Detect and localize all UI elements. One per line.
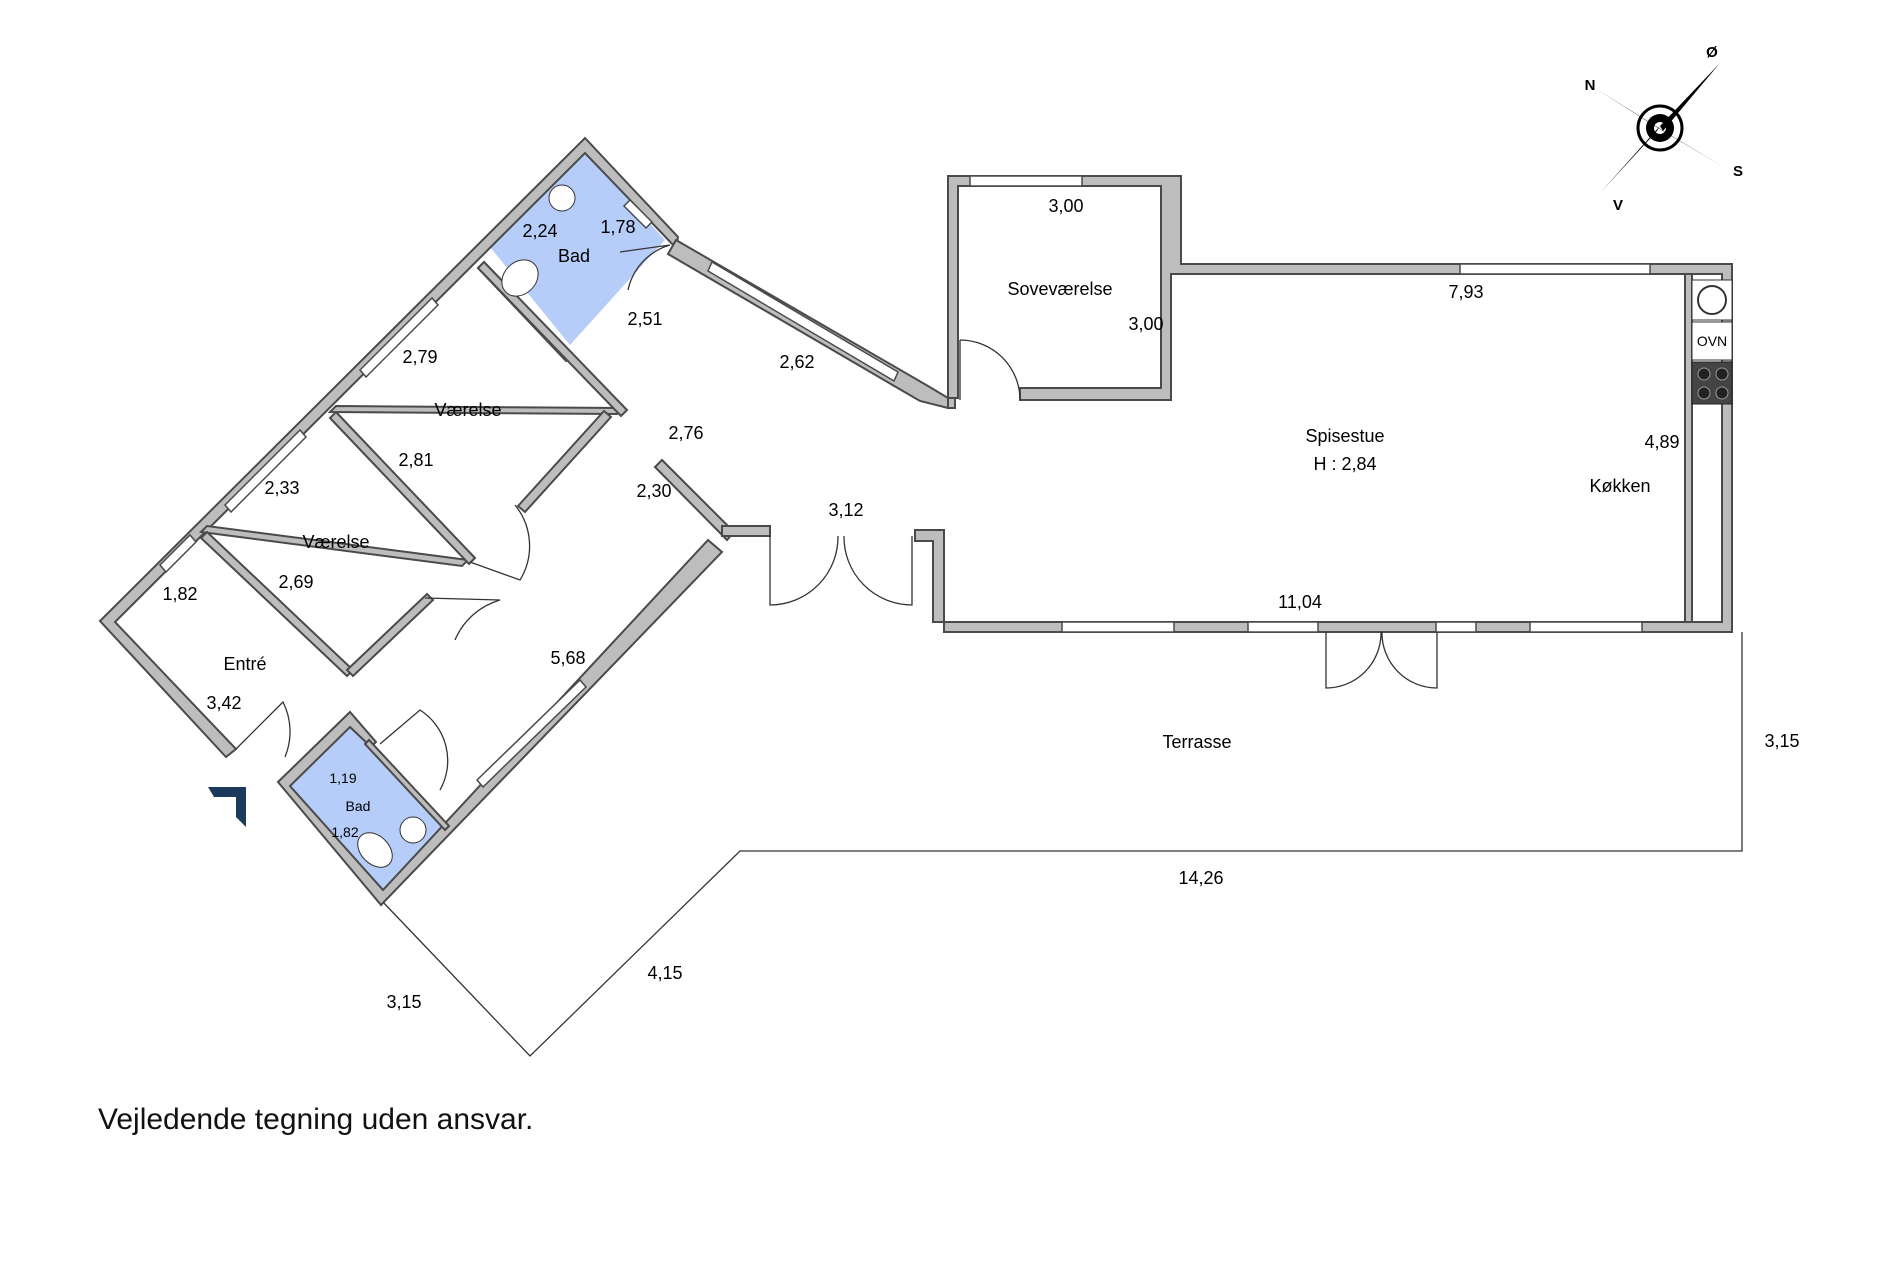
dim-terrasse-bottom: 14,26	[1178, 868, 1223, 888]
disclaimer-text: Vejledende tegning uden ansvar.	[98, 1103, 534, 1136]
dim-terrasse-diag: 4,15	[647, 963, 682, 983]
door-bedroom	[959, 339, 1021, 401]
wall-bottom-outer	[276, 538, 724, 907]
terrace-outline	[380, 632, 1743, 1057]
room-label-terrasse: Terrasse	[1162, 732, 1231, 752]
door-bad-top	[619, 244, 671, 291]
room-label-spisestue: Spisestue	[1305, 426, 1384, 446]
compass-o: Ø	[1706, 44, 1718, 61]
dim-hall-a: 2,76	[668, 423, 703, 443]
dim-bad-bottom-b: 1,82	[331, 824, 358, 840]
window-entre	[158, 533, 198, 574]
dim-opening: 3,12	[828, 500, 863, 520]
door-bad-bottom	[379, 709, 449, 791]
dim-kokken-side: 4,89	[1644, 432, 1679, 452]
sink-bottom	[399, 816, 427, 844]
dim-vaerelse-bottom-a: 2,33	[264, 478, 299, 498]
oven-label: OVN	[1697, 333, 1727, 349]
window-diagonal	[707, 260, 899, 383]
toilet-bottom	[357, 832, 393, 868]
door-entre	[235, 700, 291, 758]
dim-spise-top: 7,93	[1448, 282, 1483, 302]
door-vaerelse-top	[469, 504, 531, 581]
door-opening-left	[769, 535, 839, 606]
wall-opening-left	[721, 525, 771, 537]
wall-hall-top	[947, 397, 956, 409]
room-label-sovevaerelse: Soveværelse	[1007, 279, 1112, 299]
room-label-vaerelse-bottom: Værelse	[302, 532, 369, 552]
toilet-top	[501, 259, 539, 297]
wall-left-outer	[98, 136, 680, 759]
wall-bath-right	[363, 738, 451, 832]
door-terrace-left	[1325, 631, 1382, 689]
door-opening-right	[843, 535, 913, 606]
fan-icon	[1697, 285, 1727, 315]
dim-diag: 2,62	[779, 352, 814, 372]
window-dining-top	[1459, 263, 1651, 275]
dim-vaerelse-bottom-b: 2,69	[278, 572, 313, 592]
dim-spise-bottom: 11,04	[1278, 592, 1322, 612]
dim-hall-c: 5,68	[550, 648, 585, 668]
dim-vaerelse-top-a: 2,79	[402, 347, 437, 367]
door-terrace-right	[1381, 631, 1438, 689]
window-bedroom	[969, 175, 1083, 187]
wall-room-top-right	[476, 260, 629, 418]
sink-top	[548, 184, 576, 212]
window-hall-bottom	[475, 678, 588, 789]
window-dining-bottom-4	[1529, 621, 1643, 633]
compass-n: N	[1585, 77, 1596, 94]
bathroom-top-floor	[490, 152, 665, 345]
compass-s: S	[1733, 163, 1743, 180]
window-vaerelse-bottom	[223, 428, 308, 514]
compass-v: V	[1613, 197, 1623, 214]
dim-hall-b: 2,30	[636, 481, 671, 501]
room-label-vaerelse-top: Værelse	[434, 400, 501, 420]
window-vaerelse-top	[358, 296, 440, 379]
wall-kitchen-counter	[1684, 273, 1693, 623]
room-label-spisestue-height: H : 2,84	[1313, 454, 1376, 474]
bathroom-bottom-floor	[290, 727, 445, 890]
room-label-kokken: Køkken	[1589, 476, 1650, 496]
window-dining-bottom-1	[1061, 621, 1175, 633]
room-label-entre: Entré	[223, 654, 266, 674]
dim-entre-a: 1,82	[162, 584, 197, 604]
wall-room-bottom-base	[345, 592, 435, 678]
door-vaerelse-bottom	[424, 597, 501, 641]
oven-box	[1691, 321, 1733, 361]
wall-bedroom	[914, 175, 1733, 633]
burner-4	[1715, 386, 1729, 400]
window-bad-top	[622, 198, 654, 230]
compass-rose-icon	[1595, 63, 1725, 193]
dim-entre-b: 3,42	[206, 693, 241, 713]
wall-room-mid-right	[328, 410, 477, 566]
wall-hall-stub	[516, 409, 613, 514]
burner-3	[1697, 386, 1711, 400]
window-dining-bottom-3	[1435, 621, 1477, 633]
dim-bad-top-b: 1,78	[600, 217, 635, 237]
dim-bad-top-c: 2,51	[627, 309, 662, 329]
burner-1	[1697, 367, 1711, 381]
dim-sove-side: 3,00	[1128, 314, 1163, 334]
window-dining-bottom-2	[1247, 621, 1319, 633]
dim-vaerelse-top-b: 2,81	[398, 450, 433, 470]
dim-terrasse-left: 3,15	[386, 992, 421, 1012]
room-label-bad-bottom: Bad	[346, 798, 371, 814]
wall-room-bottom-right	[199, 530, 355, 678]
dim-bad-bottom-a: 1,19	[329, 770, 356, 786]
dim-terrasse-side: 3,15	[1764, 731, 1799, 751]
room-label-bad-top: Bad	[558, 246, 590, 266]
dim-bad-top-a: 2,24	[522, 221, 557, 241]
entrance-arrow-icon	[208, 787, 246, 827]
wall-hall-divider	[653, 458, 736, 542]
burner-2	[1715, 367, 1729, 381]
dim-sove-top: 3,00	[1048, 196, 1083, 216]
